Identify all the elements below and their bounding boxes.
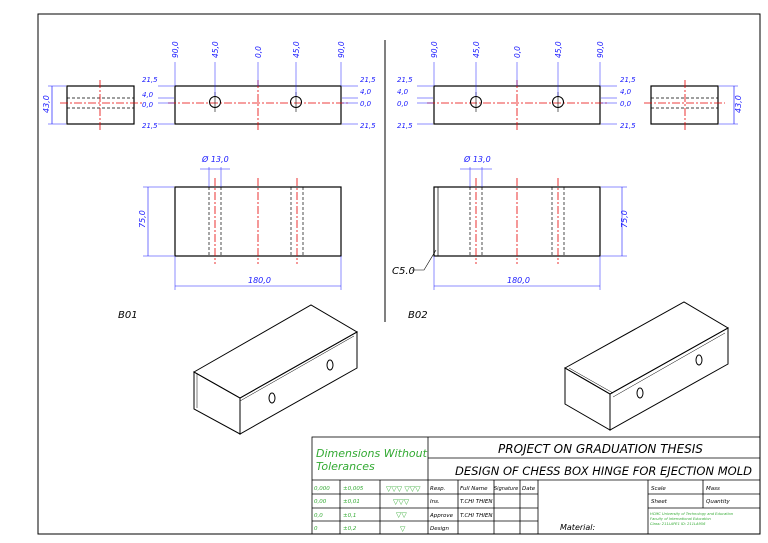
b01-top-view: 90,0 45,0 0,0 45,0 90,0 21,5 4,0 0,0 21,… (142, 41, 376, 130)
b02-left-dim-4: 21,5 (397, 122, 413, 130)
tol-symbol: ▽▽ (396, 511, 407, 519)
b01-side-height: 43,0 (42, 95, 51, 113)
design-title: DESIGN OF CHESS BOX HINGE FOR EJECTION M… (455, 464, 752, 478)
b01-left-dim-1: 21,5 (142, 76, 158, 84)
b01-front-view: Ø 13,0 75,0 180,0 (138, 154, 342, 290)
school-info: HCMC University of Technology and Educat… (650, 512, 734, 526)
b02-right-dim-1: 21,5 (620, 76, 636, 84)
tol-symbol: ▽ (400, 525, 406, 533)
b01-top-dim-4: 45,0 (292, 41, 301, 58)
b01-hole-dia: Ø 13,0 (201, 154, 229, 164)
b01-height: 75,0 (138, 210, 147, 228)
tolerance-table: 0,000 ±0,005 ▽▽▽ ▽▽▽ 0,00 ±0,01 ▽▽▽ 0,0 … (314, 485, 421, 533)
resp-header-date: Date (522, 486, 536, 492)
b02-top-view: 90,0 45,0 0,0 45,0 90,0 21,5 4,0 0,0 21,… (397, 41, 636, 130)
tol-value: 0 (314, 526, 318, 532)
b01-top-dim-1: 90,0 (171, 41, 180, 58)
b02-left-dim-2: 4,0 (397, 88, 409, 96)
resp-header-resp: Resp. (430, 486, 446, 492)
resp-name: T.CHI THIEN (460, 499, 493, 505)
b01-label: B01 (118, 310, 138, 321)
material-label: Material: (560, 523, 596, 532)
part-b02: 90,0 45,0 0,0 45,0 90,0 21,5 4,0 0,0 21,… (392, 41, 743, 431)
b02-top-dim-4: 45,0 (554, 41, 563, 58)
b02-top-dim-2: 45,0 (472, 41, 481, 58)
b02-isometric-view (563, 301, 730, 431)
tol-range: ±0,2 (343, 526, 357, 532)
b02-length: 180,0 (507, 276, 530, 285)
b02-hole-dia: Ø 13,0 (463, 154, 491, 164)
tolerance-title: Dimensions Without Tolerances (316, 447, 430, 473)
b02-left-dim-1: 21,5 (397, 76, 413, 84)
b01-side-view: 43,0 (42, 80, 142, 130)
b01-right-dim-2: 4,0 (360, 88, 372, 96)
title-block (311, 436, 761, 535)
project-title: PROJECT ON GRADUATION THESIS (498, 442, 703, 456)
b02-height: 75,0 (620, 210, 629, 228)
resp-header-name: Full Name (460, 486, 488, 492)
b02-top-dim-5: 90,0 (596, 41, 605, 58)
b02-right-dim-3: 0,0 (620, 100, 632, 108)
resp-role: Design (430, 526, 450, 532)
b02-side-view: 43,0 (644, 80, 743, 130)
tol-value: 0,000 (314, 486, 330, 492)
b01-left-dim-4: 21,5 (142, 122, 158, 130)
part-b01: 43,0 90,0 45,0 0,0 45,0 90,0 (42, 41, 376, 435)
tol-range: ±0,01 (343, 499, 360, 505)
b02-front-view: Ø 13,0 75,0 180,0 C5.0 (392, 154, 629, 290)
responsibility-table: Resp. Full Name Signature Date Ins. T.CH… (429, 486, 536, 532)
resp-role: Ins. (430, 499, 440, 505)
quantity-label: Quantity (706, 499, 731, 505)
resp-name: T.CHI THIEN (460, 513, 493, 519)
b01-right-dim-1: 21,5 (360, 76, 376, 84)
b02-side-height: 43,0 (734, 95, 743, 113)
tol-range: ±0,005 (343, 486, 364, 492)
sheet-label: Sheet (651, 499, 668, 505)
b01-left-dim-2: 4,0 (142, 91, 154, 99)
tol-value: 0,00 (314, 499, 327, 505)
tol-range: ±0,1 (343, 513, 356, 519)
tol-symbol: ▽▽▽ (393, 498, 410, 506)
resp-header-signature: Signature (494, 486, 518, 492)
b01-top-dim-3: 0,0 (254, 46, 263, 58)
b02-label: B02 (408, 310, 428, 321)
tol-symbol: ▽▽▽ ▽▽▽ (386, 485, 421, 493)
b01-left-dim-3: 0,0 (142, 101, 154, 109)
b02-right-dim-2: 4,0 (620, 88, 632, 96)
b01-right-dim-3: 0,0 (360, 100, 372, 108)
b01-top-dim-5: 90,0 (337, 41, 346, 58)
b01-length: 180,0 (248, 276, 271, 285)
resp-role: Approve (429, 513, 454, 519)
b02-left-dim-3: 0,0 (397, 100, 409, 108)
scale-label: Scale (651, 486, 666, 492)
tol-value: 0,0 (314, 513, 323, 519)
mass-label: Mass (706, 486, 720, 492)
b02-top-dim-1: 90,0 (430, 41, 439, 58)
b01-top-dim-2: 45,0 (211, 41, 220, 58)
b02-top-dim-3: 0,0 (513, 46, 522, 58)
b01-right-dim-4: 21,5 (360, 122, 376, 130)
b02-right-dim-4: 21,5 (620, 122, 636, 130)
b01-isometric-view (192, 304, 359, 435)
b02-chamfer: C5.0 (392, 266, 415, 277)
